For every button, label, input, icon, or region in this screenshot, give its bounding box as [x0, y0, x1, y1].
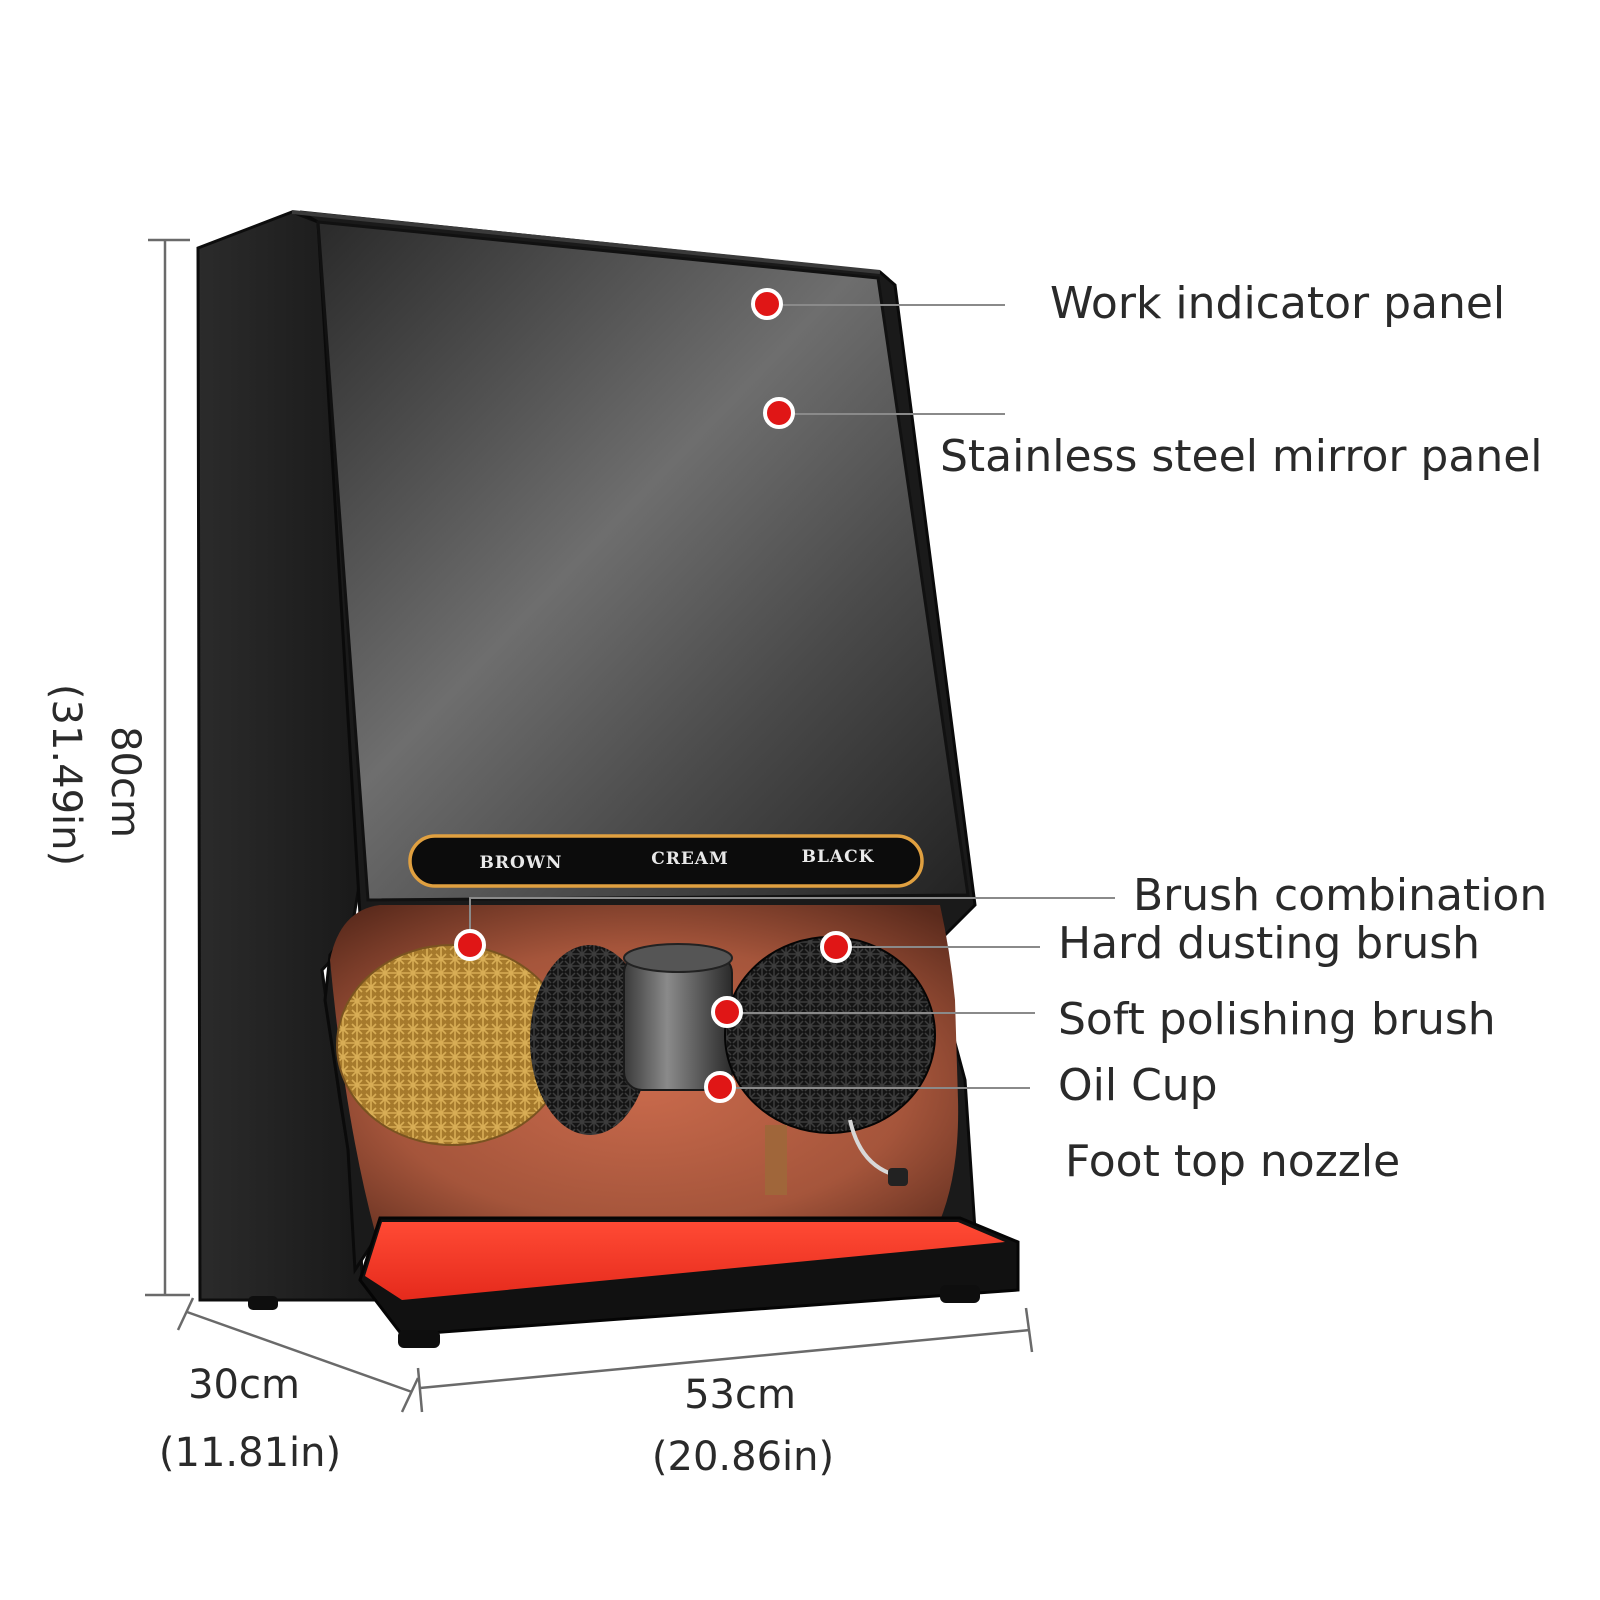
label-soft-polishing-brush: Soft polishing brush: [1058, 994, 1496, 1045]
shoe-polisher-machine: BROWN CREAM BLACK: [196, 210, 1020, 1348]
label-hard-dusting-brush: Hard dusting brush: [1058, 918, 1480, 969]
callout-foot-top-nozzle: Foot top nozzle: [1065, 1136, 1400, 1187]
hotspot-mirror-panel[interactable]: [763, 397, 795, 429]
stainless-steel-mirror-panel: [316, 220, 970, 902]
label-stainless-steel-mirror-panel: Stainless steel mirror panel: [940, 431, 1543, 482]
selector-label-black[interactable]: BLACK: [802, 847, 875, 867]
hotspot-brush-combination[interactable]: [454, 929, 486, 961]
depth-cm-label: 30cm: [188, 1362, 300, 1408]
callout-brush-combination: Brush combination: [454, 870, 1547, 961]
width-in-label: (20.86in): [652, 1434, 834, 1480]
height-dimension: 80cm (31.49in): [43, 238, 190, 1297]
width-dimension: 53cm (20.86in): [416, 1307, 1034, 1480]
label-oil-cup: Oil Cup: [1058, 1060, 1218, 1111]
label-foot-top-nozzle: Foot top nozzle: [1065, 1136, 1400, 1187]
depth-in-label: (11.81in): [159, 1430, 341, 1476]
label-work-indicator-panel: Work indicator panel: [1050, 278, 1505, 329]
selector-label-cream[interactable]: CREAM: [651, 849, 729, 869]
width-cm-label: 53cm: [684, 1372, 796, 1418]
hotspot-oil-cup[interactable]: [704, 1071, 736, 1103]
selector-label-brown[interactable]: BROWN: [480, 853, 563, 873]
tray-mat: [365, 1222, 1005, 1300]
callout-stainless-steel-mirror-panel: Stainless steel mirror panel: [763, 397, 1543, 482]
height-in-label: (31.49in): [43, 684, 89, 866]
callout-work-indicator-panel: Work indicator panel: [751, 278, 1505, 329]
dark-brush-left: [530, 945, 650, 1135]
height-cm-label: 80cm: [102, 726, 148, 838]
callout-oil-cup: Oil Cup: [704, 1060, 1218, 1111]
color-selector-panel: BROWN CREAM BLACK: [408, 834, 924, 888]
hotspot-soft-polishing-brush[interactable]: [711, 996, 743, 1028]
callout-soft-polishing-brush: Soft polishing brush: [711, 994, 1496, 1045]
hotspot-hard-dusting-brush[interactable]: [820, 931, 852, 963]
black-brush: [724, 936, 936, 1134]
depth-dimension: 30cm (11.81in): [159, 1297, 420, 1476]
label-brush-combination: Brush combination: [1133, 870, 1547, 921]
hotspot-work-indicator[interactable]: [751, 288, 783, 320]
callout-hard-dusting-brush: Hard dusting brush: [820, 918, 1480, 969]
